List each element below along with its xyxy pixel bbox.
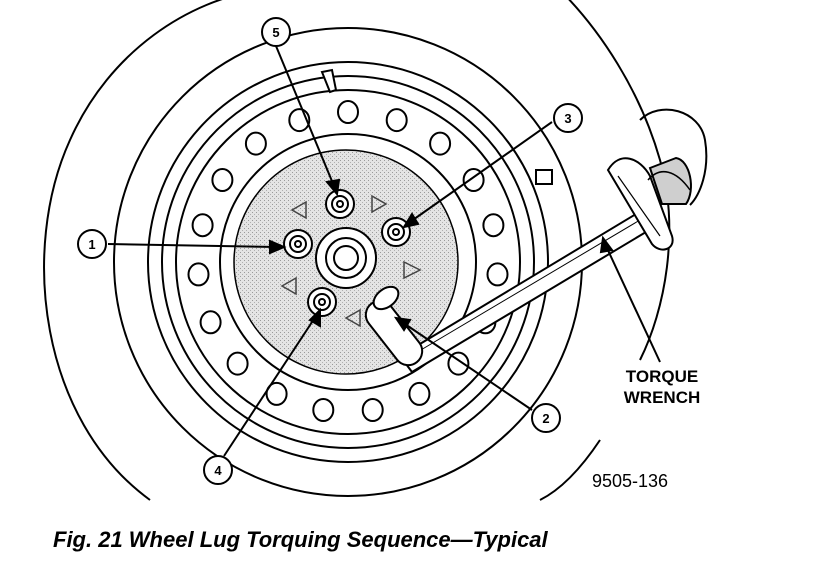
leader-3	[409, 121, 553, 223]
vent-hole	[187, 262, 210, 287]
figure-number: 9505-136	[592, 471, 668, 491]
wrench-socket-end	[372, 285, 400, 311]
vent-hole	[429, 131, 452, 156]
callout-5: 5	[261, 17, 291, 47]
leader-1	[107, 243, 279, 248]
center-bore-inner	[333, 245, 359, 271]
lug-nut-3	[381, 217, 411, 247]
vent-hole	[211, 168, 234, 192]
vent-hole	[312, 398, 335, 422]
tire	[43, 0, 671, 501]
balance-weight	[535, 169, 553, 185]
leader-2	[401, 321, 533, 411]
wrench-knob	[648, 156, 692, 205]
callout-3-label: 3	[564, 111, 571, 126]
vent-hole	[244, 131, 267, 156]
torque-wrench	[364, 108, 708, 374]
callout-1: 1	[77, 229, 107, 259]
rim-ring-5	[219, 133, 477, 391]
callout-5-label: 5	[272, 25, 279, 40]
hub-triangles	[280, 194, 422, 328]
vent-hole	[408, 381, 431, 406]
vent-hole	[191, 213, 214, 238]
wrench-handle-line	[617, 175, 661, 237]
leader-lines	[107, 45, 661, 457]
hand-outline	[639, 108, 708, 206]
torque-wrench-label-line2: WRENCH	[624, 388, 701, 407]
leader-5	[275, 45, 335, 187]
tire-outer-edge	[43, 0, 223, 501]
vent-hole	[361, 398, 384, 422]
vent-hole	[385, 108, 408, 133]
rim-ring-4	[175, 89, 521, 435]
tire-lower-right	[539, 439, 601, 501]
rim-ring-2	[147, 61, 549, 463]
vent-hole	[447, 351, 470, 376]
callout-3: 3	[553, 103, 583, 133]
lug-nut-1	[283, 229, 313, 259]
callout-1-label: 1	[88, 237, 95, 252]
vent-hole	[199, 310, 222, 335]
vent-hole	[265, 381, 288, 406]
lug-nut-4	[307, 287, 337, 317]
callout-4: 4	[203, 455, 233, 485]
lug-nuts	[283, 189, 411, 317]
vent-hole	[337, 100, 359, 124]
vent-hole	[486, 262, 509, 287]
figure-caption: Fig. 21 Wheel Lug Torquing Sequence—Typi…	[53, 527, 548, 552]
valve-stem	[320, 68, 338, 94]
lug-nut-5	[325, 189, 355, 219]
leader-4	[223, 315, 317, 457]
callout-2-label: 2	[542, 411, 549, 426]
vent-hole	[482, 213, 505, 238]
vent-hole	[226, 351, 249, 376]
callout-2: 2	[531, 403, 561, 433]
wrench-handle	[606, 157, 674, 251]
tire-outer-right	[568, 0, 671, 361]
leader-torque	[605, 245, 661, 363]
torque-wrench-label-line1: TORQUE	[626, 367, 698, 386]
hand-thumb	[647, 170, 691, 191]
vent-holes	[187, 100, 509, 422]
rim-ring-3	[161, 75, 535, 449]
callout-4-label: 4	[214, 463, 222, 478]
